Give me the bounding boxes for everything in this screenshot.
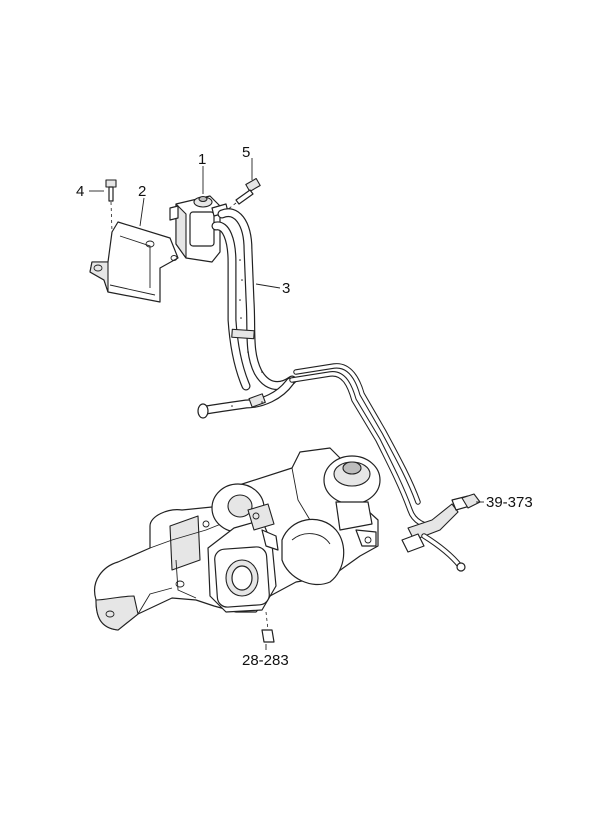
- exhaust-manifold[interactable]: [94, 447, 381, 631]
- callout-28-283: 28-283: [242, 652, 289, 669]
- callout-5: 5: [242, 144, 250, 161]
- solenoid-valve[interactable]: [169, 195, 229, 263]
- mounting-bracket[interactable]: [89, 221, 179, 303]
- callout-3: 3: [282, 280, 290, 297]
- metal-tube[interactable]: [289, 363, 471, 572]
- bolt-4[interactable]: [105, 179, 117, 233]
- callout-4: 4: [76, 183, 84, 200]
- gasket-28-283[interactable]: [261, 611, 275, 643]
- callout-1: 1: [198, 151, 206, 168]
- vacuum-hose[interactable]: [197, 208, 297, 419]
- callout-2: 2: [138, 183, 146, 200]
- callout-39-373: 39-373: [486, 494, 533, 511]
- leader-lines: [89, 158, 484, 650]
